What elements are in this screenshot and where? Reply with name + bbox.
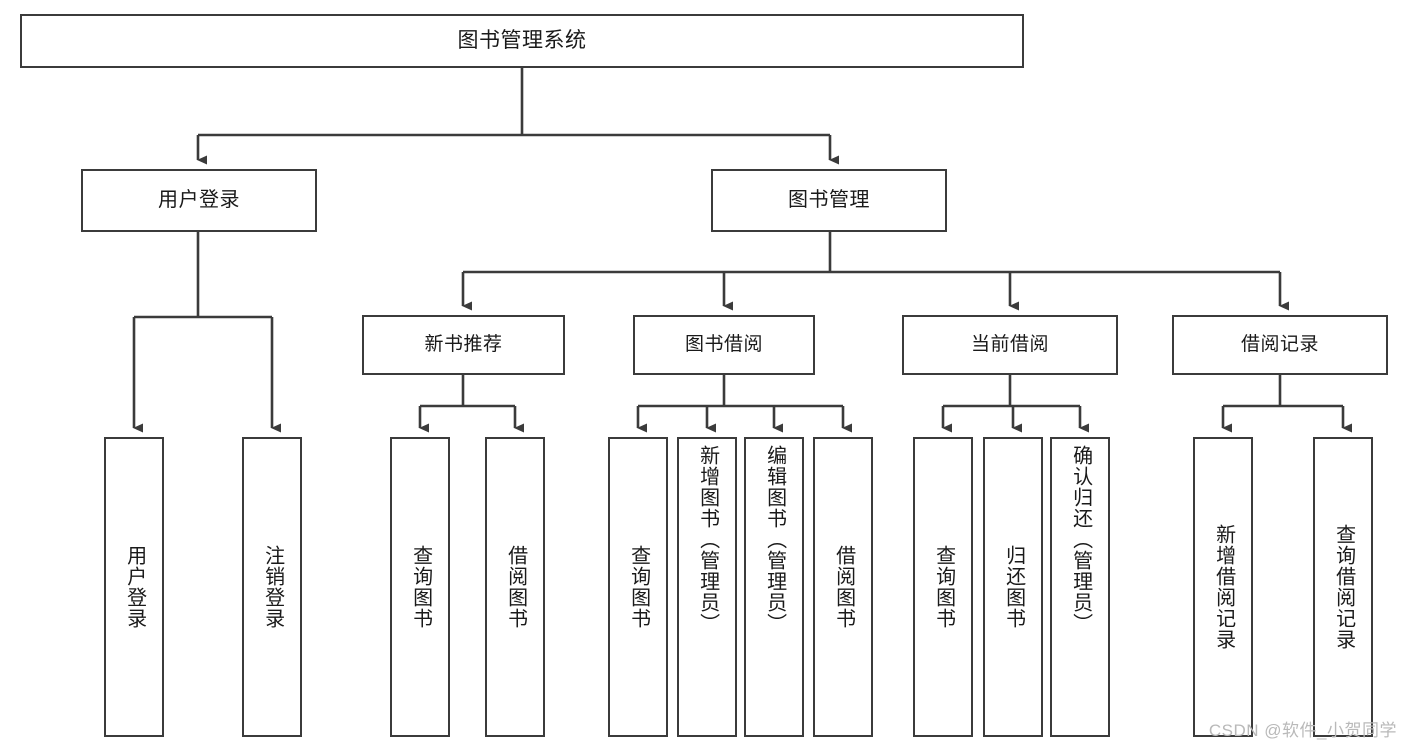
node-root-system-label: 图书管理系统 bbox=[457, 28, 587, 52]
leaf-newbook-borrow-book[interactable]: 借阅图书 bbox=[485, 437, 545, 737]
leaf-currentborrow-confirm-return[interactable]: 确认归还（管理员） bbox=[1050, 437, 1110, 737]
node-book-borrow-label: 图书借阅 bbox=[684, 333, 763, 355]
node-book-borrow[interactable]: 图书借阅 bbox=[633, 315, 815, 375]
leaf-currentborrow-confirm-return-label: 确认归还（管理员） bbox=[1069, 445, 1092, 634]
leaf-borrowrecord-query-record[interactable]: 查询借阅记录 bbox=[1313, 437, 1373, 737]
node-user-login-label: 用户登录 bbox=[158, 188, 240, 211]
csdn-watermark: CSDN @软件_小贺同学 bbox=[1208, 721, 1397, 740]
node-book-management[interactable]: 图书管理 bbox=[711, 169, 947, 232]
leaf-bookborrow-edit-book-label: 编辑图书（管理员） bbox=[763, 445, 786, 634]
node-book-management-label: 图书管理 bbox=[788, 188, 870, 211]
leaf-bookborrow-borrow-book[interactable]: 借阅图书 bbox=[813, 437, 873, 737]
leaf-borrowrecord-query-record-label: 查询借阅记录 bbox=[1332, 524, 1355, 650]
leaf-currentborrow-return-book[interactable]: 归还图书 bbox=[983, 437, 1043, 737]
leaf-bookborrow-query-book-label: 查询图书 bbox=[627, 545, 650, 629]
leaf-newbook-query-book[interactable]: 查询图书 bbox=[390, 437, 450, 737]
leaf-newbook-borrow-book-label: 借阅图书 bbox=[504, 545, 527, 629]
leaf-bookborrow-query-book[interactable]: 查询图书 bbox=[608, 437, 668, 737]
node-current-borrow[interactable]: 当前借阅 bbox=[902, 315, 1118, 375]
leaf-newbook-query-book-label: 查询图书 bbox=[409, 545, 432, 629]
leaf-user-login-label: 用户登录 bbox=[123, 545, 146, 629]
leaf-logout[interactable]: 注销登录 bbox=[242, 437, 302, 737]
leaf-logout-label: 注销登录 bbox=[261, 545, 284, 629]
node-borrow-record[interactable]: 借阅记录 bbox=[1172, 315, 1388, 375]
leaf-bookborrow-edit-book[interactable]: 编辑图书（管理员） bbox=[744, 437, 804, 737]
leaf-bookborrow-add-book[interactable]: 新增图书（管理员） bbox=[677, 437, 737, 737]
node-root-system[interactable]: 图书管理系统 bbox=[20, 14, 1024, 68]
leaf-user-login[interactable]: 用户登录 bbox=[104, 437, 164, 737]
leaf-currentborrow-return-book-label: 归还图书 bbox=[1002, 545, 1025, 629]
node-new-book-recommend-label: 新书推荐 bbox=[424, 333, 503, 355]
leaf-bookborrow-add-book-label: 新增图书（管理员） bbox=[696, 445, 719, 634]
node-user-login[interactable]: 用户登录 bbox=[81, 169, 317, 232]
leaf-currentborrow-query-book[interactable]: 查询图书 bbox=[913, 437, 973, 737]
leaf-bookborrow-borrow-book-label: 借阅图书 bbox=[832, 545, 855, 629]
leaf-currentborrow-query-book-label: 查询图书 bbox=[932, 545, 955, 629]
leaf-borrowrecord-add-record-label: 新增借阅记录 bbox=[1212, 524, 1235, 650]
node-new-book-recommend[interactable]: 新书推荐 bbox=[362, 315, 565, 375]
node-borrow-record-label: 借阅记录 bbox=[1240, 333, 1319, 355]
leaf-borrowrecord-add-record[interactable]: 新增借阅记录 bbox=[1193, 437, 1253, 737]
node-current-borrow-label: 当前借阅 bbox=[970, 333, 1049, 355]
